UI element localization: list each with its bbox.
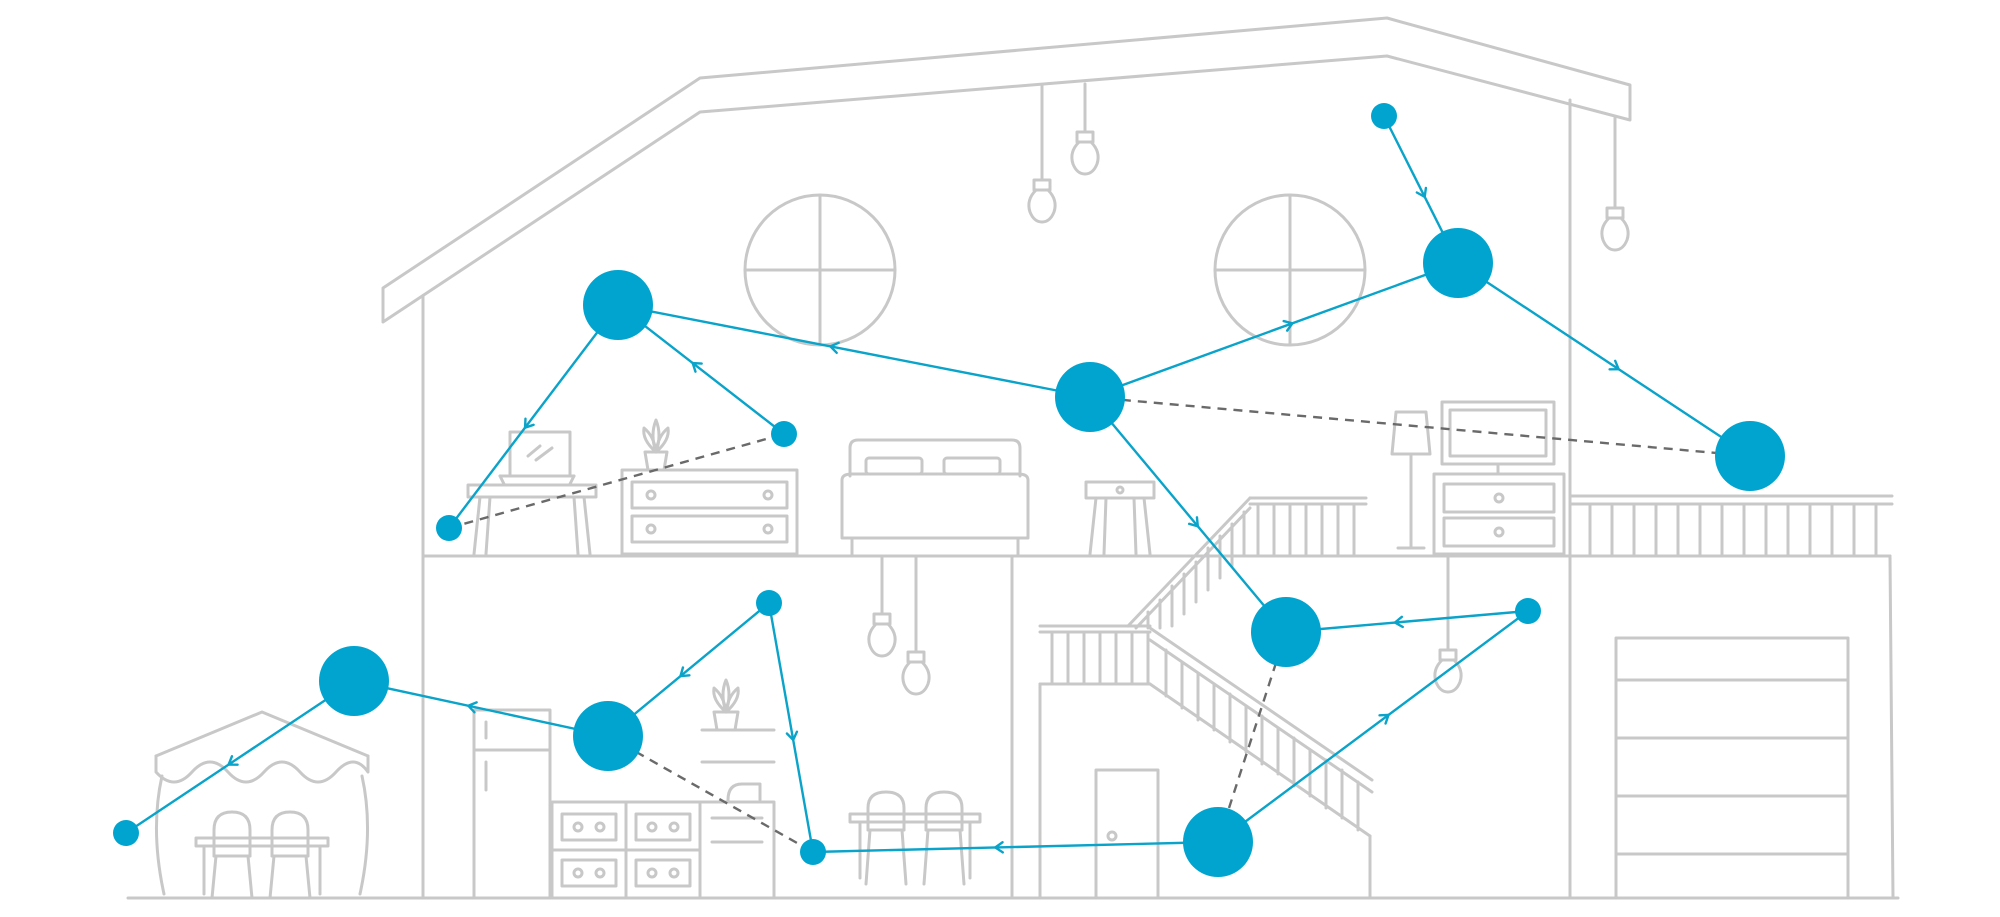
link-direction-arrow-n2-n8 — [1187, 516, 1200, 528]
dashed-link-n8-n10 — [1216, 631, 1288, 843]
satellite-node-balcony — [1715, 421, 1785, 491]
house-frame — [126, 98, 1900, 900]
wireless-link-n1-n7 — [448, 304, 619, 529]
router-node-upstairs-center — [1055, 362, 1125, 432]
wireless-link-n2-n1 — [617, 303, 1091, 399]
dining-table — [848, 790, 982, 886]
wireless-link-n10-n13 — [812, 840, 1219, 854]
link-direction-arrow-n5-n3 — [1415, 186, 1428, 199]
link-direction-arrow-n2-n1 — [828, 341, 840, 355]
dresser-with-plant — [620, 418, 799, 556]
wireless-link-n14-n15 — [125, 680, 355, 834]
wireless-link-n3-n4 — [1457, 261, 1751, 458]
tv-cabinet — [1432, 400, 1566, 556]
wireless-link-n9-n8 — [1285, 609, 1529, 634]
link-direction-arrow-n11-n14 — [466, 701, 478, 714]
wireless-link-n6-n1 — [617, 304, 785, 435]
garage-door — [1614, 636, 1850, 900]
dashed-link-n2-n4 — [1089, 395, 1751, 458]
desk-with-laptop — [466, 430, 598, 556]
device-node-kitchen — [756, 590, 782, 616]
house-illustration — [126, 16, 1900, 900]
link-direction-arrow-n1-n7 — [523, 417, 535, 430]
network-link-arrows — [226, 186, 1621, 854]
link-direction-arrow-n12-n13 — [785, 730, 799, 743]
round-window-left — [743, 193, 897, 347]
satellite-node-entrance — [1183, 807, 1253, 877]
link-direction-arrow-n9-n8 — [1392, 615, 1404, 629]
network-links — [125, 115, 1751, 854]
wireless-link-n2-n3 — [1089, 261, 1459, 399]
upper-landing-railing — [1248, 496, 1368, 558]
pendant-lights-upstairs — [1027, 82, 1630, 252]
roof — [381, 16, 1632, 324]
satellite-node-upstairs-left — [583, 270, 653, 340]
kitchen — [472, 678, 776, 900]
floor-lamp — [1390, 410, 1432, 550]
device-node-attic — [1371, 103, 1397, 129]
dashed-link-n11-n13 — [607, 734, 814, 854]
device-node-upstairs-left — [771, 421, 797, 447]
device-node-hallway — [1515, 598, 1541, 624]
link-direction-arrow-n3-n4 — [1608, 359, 1621, 371]
wireless-link-n12-n13 — [767, 602, 815, 853]
wireless-link-n11-n14 — [353, 679, 609, 738]
network-nodes — [113, 103, 1785, 877]
link-direction-arrow-n2-n3 — [1282, 319, 1295, 332]
satellite-node-upstairs-right — [1423, 228, 1493, 298]
device-node-kitchen — [800, 839, 826, 865]
patio-canopy — [154, 710, 370, 900]
device-node-upstairs-left — [436, 515, 462, 541]
satellite-node-patio — [319, 646, 389, 716]
nightstand — [1084, 480, 1156, 556]
round-window-right — [1213, 193, 1367, 347]
device-node-patio — [113, 820, 139, 846]
staircase — [1038, 496, 1374, 900]
link-direction-arrow-n6-n1 — [691, 361, 703, 373]
link-direction-arrow-n10-n9 — [1378, 713, 1391, 725]
dashed-link-n7-n6 — [448, 432, 785, 530]
bed — [840, 438, 1030, 556]
wireless-link-n2-n8 — [1089, 396, 1287, 633]
wireless-link-n10-n9 — [1217, 610, 1529, 843]
door — [1094, 768, 1160, 900]
link-direction-arrow-n12-n11 — [678, 666, 691, 678]
balcony-railing — [1568, 494, 1894, 558]
link-direction-arrow-n14-n15 — [226, 755, 239, 766]
link-direction-arrow-n10-n13 — [993, 841, 1005, 854]
satellite-node-kitchen — [573, 701, 643, 771]
pendant-lights-downstairs — [867, 556, 1463, 696]
satellite-node-stairwell — [1251, 597, 1321, 667]
